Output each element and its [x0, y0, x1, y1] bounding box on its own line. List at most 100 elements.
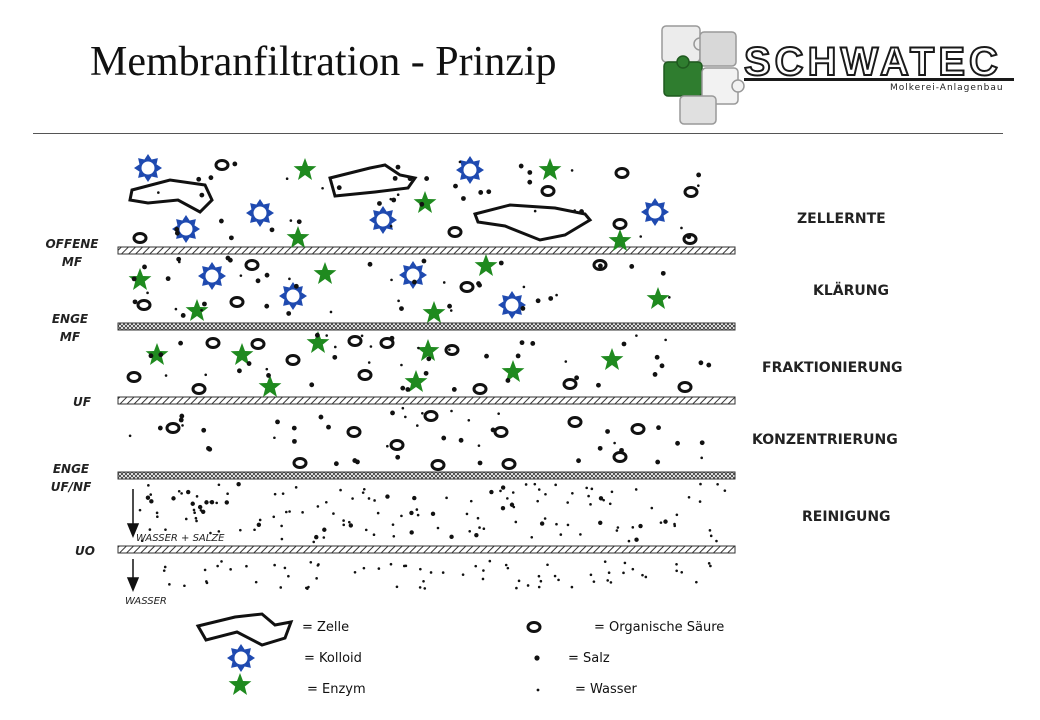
water-particle: [205, 581, 209, 585]
legend-zelle: = Zelle: [302, 620, 350, 635]
water-particle: [342, 519, 345, 522]
water-particle: [687, 495, 691, 499]
water-particle: [641, 573, 644, 577]
water-particle: [287, 574, 290, 578]
water-particle: [543, 517, 547, 520]
salt-particle: [332, 354, 338, 360]
salt-particle: [157, 425, 163, 431]
water-particle: [397, 299, 400, 303]
legend-enzym: = Enzym: [307, 682, 366, 697]
water-particle: [445, 496, 448, 500]
organic-acid-particle: [126, 371, 142, 383]
water-particle: [377, 567, 381, 570]
water-particle: [163, 565, 167, 569]
salt-particle: [461, 196, 466, 201]
water-particle: [634, 538, 638, 541]
salt-particle: [505, 378, 511, 383]
water-particle: [390, 278, 393, 282]
water-particle: [504, 563, 508, 567]
salt-particle: [412, 279, 417, 285]
water-particle: [634, 488, 638, 491]
water-particle: [273, 492, 277, 496]
water-particle: [664, 338, 667, 342]
water-particle: [321, 186, 324, 190]
water-particle: [395, 585, 399, 589]
salt-particle: [598, 520, 603, 526]
legend-kolloid: = Kolloid: [304, 651, 362, 666]
water-particle: [415, 508, 419, 511]
water-particle: [607, 571, 611, 575]
particle-layer: [126, 154, 727, 590]
water-particle: [537, 488, 541, 491]
salt-particle: [296, 219, 302, 225]
salt-particle: [293, 283, 299, 289]
salt-particle: [176, 256, 182, 262]
salt-particle: [131, 276, 137, 282]
water-particle: [537, 585, 541, 589]
enzyme-particle: [646, 287, 670, 309]
salt-particle: [190, 501, 195, 506]
water-particle: [450, 409, 453, 413]
membrane-label-uo: UO: [75, 544, 95, 558]
colloid-particle: [198, 262, 226, 290]
water-particle: [301, 511, 304, 514]
salt-particle: [232, 161, 238, 167]
schwatec-logo: [650, 18, 1020, 128]
organic-acid-particle: [285, 354, 301, 366]
water-particle: [362, 566, 366, 570]
salt-particle: [706, 362, 712, 368]
salt-particle: [509, 502, 515, 507]
organic-acid-particle: [165, 422, 181, 434]
salt-particle: [142, 264, 147, 270]
water-particle: [481, 577, 485, 581]
salt-particle: [477, 282, 482, 288]
colloid-particle: [279, 282, 307, 310]
water-particle: [477, 444, 481, 447]
salt-particle: [269, 227, 275, 233]
salt-particle: [686, 234, 692, 240]
water-particle: [589, 573, 593, 577]
salt-particle: [178, 417, 184, 423]
water-particle: [254, 580, 258, 584]
water-particle: [184, 517, 188, 521]
organic-acid-particle: [205, 337, 221, 349]
salt-particle: [574, 375, 580, 381]
salt-particle: [171, 496, 176, 501]
water-particle: [590, 487, 594, 491]
water-particle: [217, 530, 221, 533]
salt-particle: [447, 303, 452, 309]
water-particle: [273, 563, 276, 567]
water-particle: [164, 374, 168, 377]
water-particle: [239, 274, 243, 277]
organic-acid-particle: [501, 458, 517, 470]
water-particle: [389, 562, 393, 566]
water-particle: [157, 191, 160, 194]
water-particle: [603, 560, 607, 563]
salt-particle: [336, 185, 342, 191]
salt-particle: [204, 500, 209, 505]
water-particle: [289, 219, 293, 222]
water-particle: [609, 581, 613, 584]
salt-particle: [656, 425, 661, 431]
salt-particle: [498, 260, 504, 266]
membrane-label-uf: UF: [73, 395, 91, 409]
water-particle: [181, 424, 184, 427]
salt-particle: [520, 306, 526, 311]
water-particle: [423, 587, 427, 590]
water-particle: [400, 514, 403, 518]
water-particle: [216, 564, 219, 568]
salt-particle: [197, 504, 203, 510]
stage-konzentrierung: KONZENTRIERUNG: [752, 432, 898, 448]
water-particle: [416, 513, 420, 517]
water-particle: [613, 441, 616, 445]
water-particle: [449, 309, 453, 312]
colloid-particle: [246, 199, 274, 227]
water-particle: [631, 526, 635, 529]
enzyme-particle: [286, 226, 310, 248]
water-particle: [396, 193, 400, 197]
organic-acid-particle: [630, 423, 646, 435]
water-particle: [579, 533, 582, 536]
salt-particle: [424, 176, 430, 181]
